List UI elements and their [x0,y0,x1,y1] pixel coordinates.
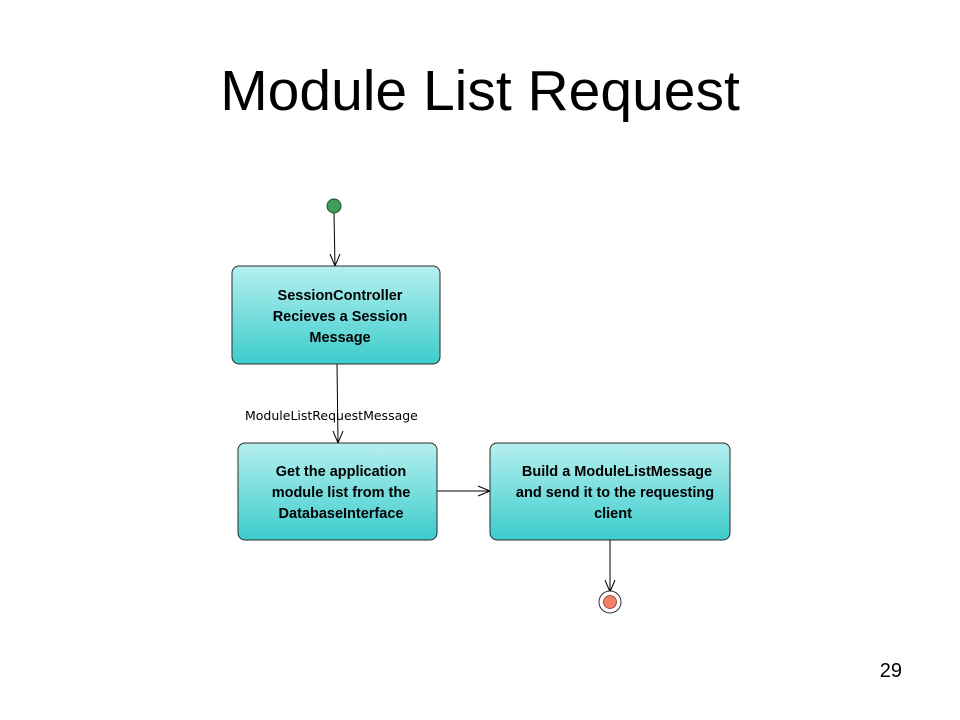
slide-title: Module List Request [220,59,740,123]
node-session-line-3: Message [309,330,370,346]
node-session-controller: SessionController Recieves a Session Mes… [231,265,441,365]
node-get-line-2: module list from the [272,485,411,501]
page-number: 29 [879,660,902,682]
node-get-line-1: Get the application [276,464,407,480]
node-session-line-2: Recieves a Session [273,309,408,325]
edge-start-to-session [329,212,341,268]
node-session-line-1: SessionController [278,288,403,304]
node-build-line-2: and send it to the requesting [516,485,714,501]
node-get-module-list: Get the application module list from the… [237,442,438,541]
end-node [598,590,622,614]
edge-label-module-list-request: ModuleListRequestMessage [245,408,418,423]
node-build-line-3: client [594,506,632,522]
node-get-line-3: DatabaseInterface [279,506,404,522]
edge-get-to-build [437,485,492,497]
start-node [326,198,342,214]
node-build-message: Build a ModuleListMessage and send it to… [489,442,731,541]
node-build-line-1: Build a ModuleListMessage [522,464,712,480]
edge-session-to-get [332,363,344,445]
edge-build-to-end [604,540,616,594]
